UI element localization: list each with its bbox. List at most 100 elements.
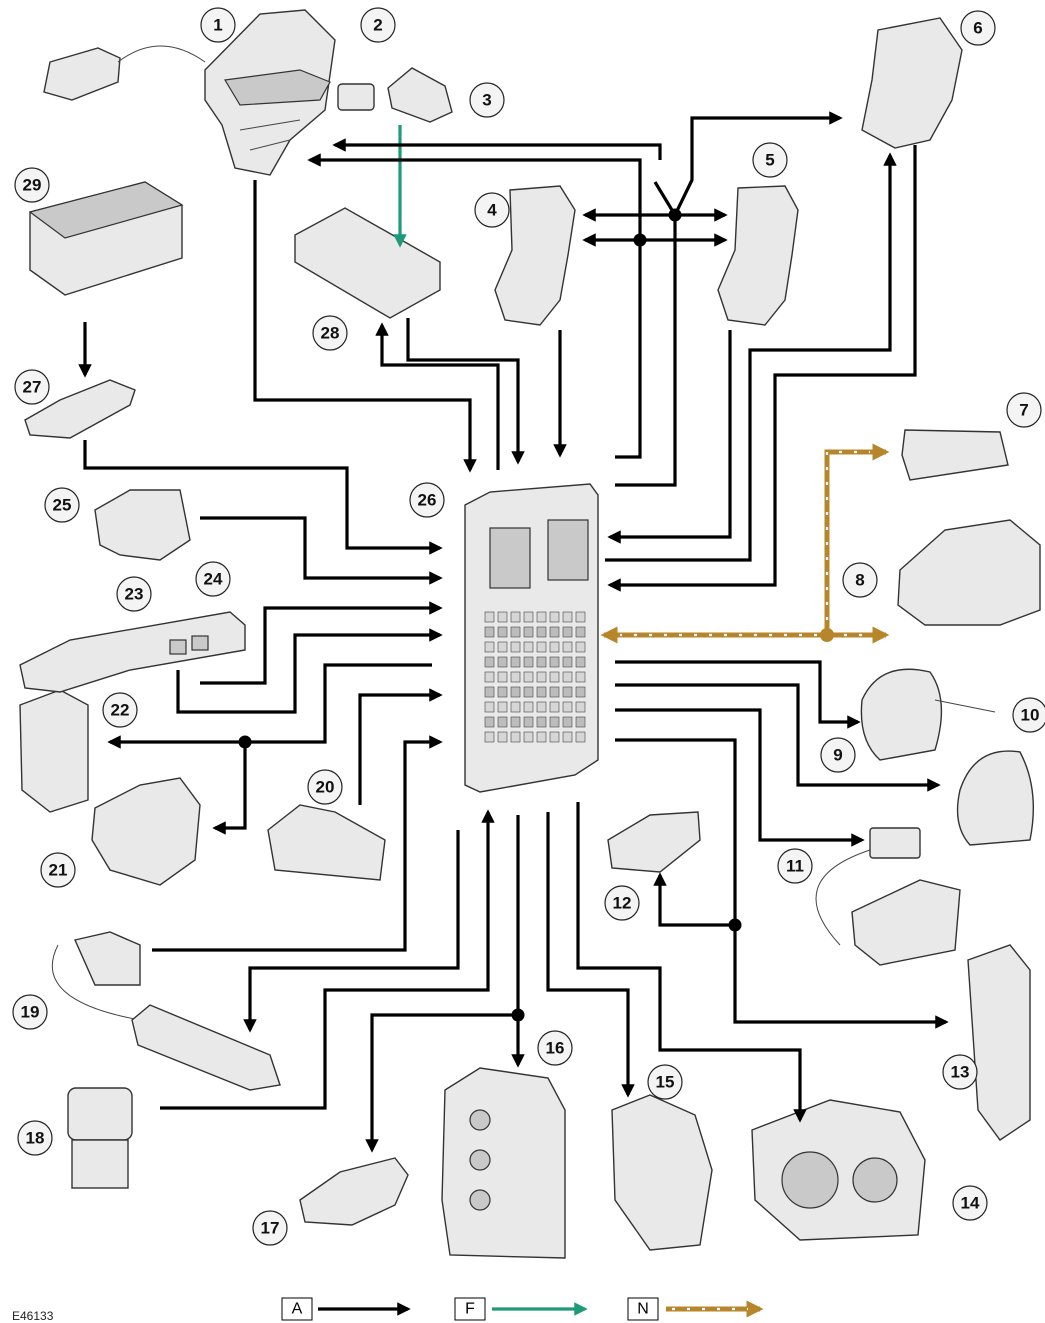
callout-number: 10: [1021, 706, 1040, 725]
motor-19-part: [74, 931, 141, 986]
fuse-slot: [575, 626, 586, 638]
callout-28: 28: [312, 315, 348, 351]
callout-18: 18: [17, 1120, 53, 1156]
callout-2: 2: [360, 7, 396, 43]
horn-9-part: [860, 668, 943, 761]
fuse-slot: [562, 716, 573, 728]
callout-circle: [952, 1185, 988, 1221]
callout-21: 21: [40, 852, 76, 888]
fuse-slot: [575, 671, 586, 683]
legend-key-N: N: [637, 1301, 649, 1318]
fuse-slot: [484, 731, 495, 743]
callout-24: 24: [195, 561, 231, 597]
module-28-part: [294, 207, 441, 319]
fuse-slot: [510, 626, 521, 638]
callout-number: 3: [482, 91, 491, 110]
component-artwork: [19, 9, 1041, 1259]
callout-26: 26: [409, 482, 445, 518]
callout-circle: [252, 1210, 288, 1246]
fuse-slot: [523, 641, 534, 653]
fuse-slot: [575, 701, 586, 713]
legend-key-A: A: [292, 1301, 303, 1318]
callout-15: 15: [647, 1064, 683, 1100]
tailgate-latch-part: [861, 17, 963, 149]
fuse-slot: [536, 716, 547, 728]
fuse-slot: [549, 626, 560, 638]
fuse-slot: [575, 686, 586, 698]
callout-number: 27: [23, 378, 42, 397]
door-latch-5-part: [717, 185, 799, 326]
callout-number: 29: [23, 176, 42, 195]
fuse-slot: [575, 611, 586, 623]
door-latch-4-part: [494, 185, 576, 326]
fuse-slot: [484, 641, 495, 653]
callout-29: 29: [14, 167, 50, 203]
fuse-slot: [510, 641, 521, 653]
fuse-slot: [510, 686, 521, 698]
fuse-slot: [497, 686, 508, 698]
fuse-slot: [536, 611, 547, 623]
callout-circle: [307, 769, 343, 805]
fuse-slot: [575, 731, 586, 743]
callout-circle: [312, 315, 348, 351]
callout-circle: [820, 737, 856, 773]
headlamp-part: [751, 1099, 926, 1241]
fuse-slot: [536, 671, 547, 683]
callout-number: 17: [261, 1219, 280, 1238]
fuse-slot: [523, 656, 534, 668]
door-handle-part: [43, 9, 336, 176]
callout-number: 9: [833, 746, 842, 765]
callout-17: 17: [252, 1210, 288, 1246]
callout-6: 6: [960, 10, 996, 46]
callout-number: 21: [49, 861, 68, 880]
callout-27: 27: [14, 369, 50, 405]
switch-23-part: [169, 639, 187, 655]
callout-circle: [409, 482, 445, 518]
horn-10-part: [956, 750, 1034, 846]
callout-number: 26: [418, 491, 437, 510]
callout-25: 25: [44, 487, 80, 523]
callout-number: 2: [373, 16, 382, 35]
callout-circle: [842, 562, 878, 598]
fuse-slot: [510, 701, 521, 713]
legend-key-F: F: [465, 1301, 475, 1318]
fuse-slot: [536, 656, 547, 668]
callout-number: 12: [613, 894, 632, 913]
callout-circle: [44, 487, 80, 523]
latch-22-part: [19, 689, 89, 813]
fuse-slot: [484, 611, 495, 623]
fuse-slot: [536, 731, 547, 743]
key-fob-part: [387, 67, 453, 123]
callout-number: 8: [855, 571, 864, 590]
callout-circle: [116, 576, 152, 612]
fuse-slot: [523, 626, 534, 638]
switch-18-body: [71, 1139, 129, 1189]
fuse-slot: [562, 671, 573, 683]
fuse-slot: [549, 671, 560, 683]
fuse-slot: [562, 656, 573, 668]
callout-20: 20: [307, 769, 343, 805]
fuse-slot: [484, 671, 495, 683]
side-lamp-part: [607, 811, 701, 873]
callout-13: 13: [942, 1054, 978, 1090]
callout-circle: [777, 848, 813, 884]
fuse-slot: [484, 626, 495, 638]
legend-item-F: F: [454, 1297, 588, 1321]
fuse-slot: [575, 641, 586, 653]
fuse-slot: [523, 671, 534, 683]
callout-circle: [960, 10, 996, 46]
fuse-slot: [562, 641, 573, 653]
callout-10: 10: [1012, 697, 1045, 733]
fuse-slot: [536, 626, 547, 638]
callout-number: 14: [961, 1194, 980, 1213]
fuse-slot: [549, 656, 560, 668]
fuse-slot: [562, 626, 573, 638]
callout-3: 3: [469, 82, 505, 118]
fuse-slot: [510, 611, 521, 623]
callout-1: 1: [200, 7, 236, 43]
fuse-slot: [497, 641, 508, 653]
fuse-slot: [497, 701, 508, 713]
fuse-slot: [497, 731, 508, 743]
callout-number: 11: [786, 857, 804, 876]
fuse-slot: [575, 716, 586, 728]
